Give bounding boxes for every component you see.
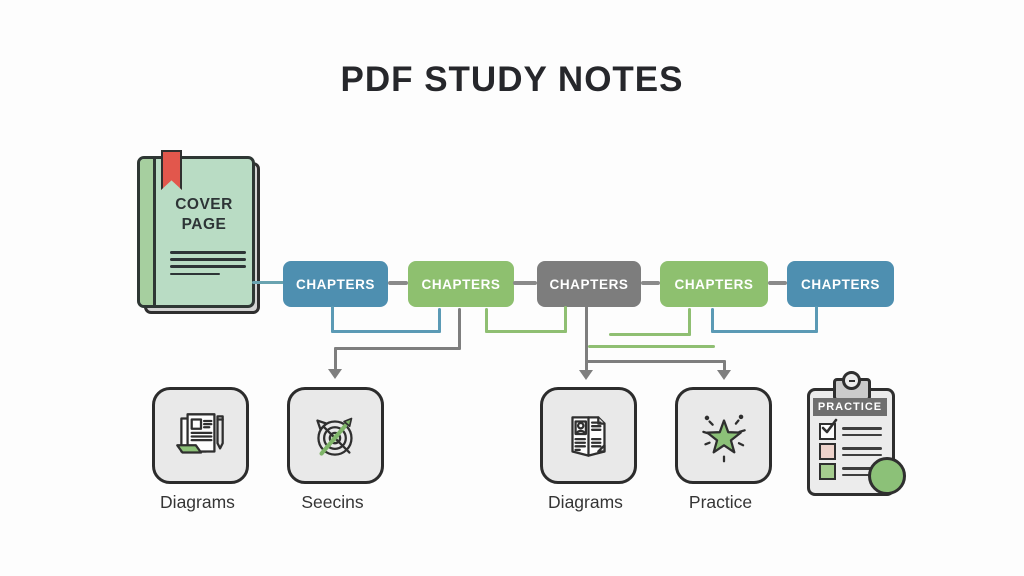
chapter-label: CHAPTERS	[295, 276, 376, 292]
connector-green-right	[588, 345, 715, 348]
connector-green-left	[485, 330, 567, 333]
connector-book-to-chapter	[252, 281, 284, 284]
cover-page-book: COVER PAGE	[137, 150, 255, 308]
clipboard-knob	[842, 371, 861, 390]
chapter-label: CHAPTERS	[421, 276, 501, 292]
connector-gray-elbow	[458, 308, 461, 350]
practice-card	[675, 387, 772, 484]
connector-blue-right	[711, 308, 714, 333]
chapter-box-2: CHAPTERS	[408, 261, 514, 307]
chapter-box-5: CHAPTERS	[787, 261, 894, 307]
checklist-lines	[842, 423, 882, 440]
chapter-label: CHAPTERS	[800, 276, 881, 292]
arrow-down-icon	[579, 370, 593, 380]
open-book-icon	[570, 415, 606, 457]
green-dot-badge	[868, 457, 906, 495]
connector-green-left	[485, 308, 488, 333]
connector-gray-elbow	[334, 347, 461, 350]
checklist-row	[819, 418, 882, 441]
diagrams-card	[540, 387, 637, 484]
chapter-label: CHAPTERS	[674, 276, 754, 292]
connector-gray-split	[585, 360, 588, 371]
clipboard-header: PRACTICE	[813, 398, 887, 416]
check-icon	[821, 418, 838, 434]
bookmark-ribbon-icon	[161, 150, 182, 190]
page-title: PDF STUDY NOTES	[340, 60, 684, 99]
checklist-lines	[842, 463, 876, 480]
connector-gray-split	[723, 360, 726, 371]
chapter-label: CHAPTERS	[549, 276, 629, 292]
connector-green-right	[688, 308, 691, 336]
arrow-down-icon	[717, 370, 731, 380]
sections-card	[287, 387, 384, 484]
cover-text-lines	[170, 251, 246, 280]
connector-blue-left	[331, 330, 441, 333]
star-sparkle-icon	[701, 414, 746, 462]
chapter-box-3: CHAPTERS	[537, 261, 641, 307]
connector-blue-right	[711, 330, 818, 333]
item-label: Seecins	[301, 492, 364, 512]
item-label: Diagrams	[160, 492, 235, 512]
chapter-box-1: CHAPTERS	[283, 261, 388, 307]
cover-page-label: COVER PAGE	[175, 196, 233, 234]
item-label: Diagrams	[548, 492, 623, 512]
connector-ch3-ch4	[641, 281, 660, 285]
connector-ch4-ch5	[768, 281, 787, 285]
checklist-row	[819, 463, 876, 481]
connector-gray-elbow	[334, 347, 337, 370]
checklist-row	[819, 443, 882, 461]
arrow-down-icon	[328, 369, 342, 379]
connector-green-right	[609, 333, 691, 336]
book-spine	[140, 159, 156, 305]
connector-blue-left	[438, 308, 441, 333]
connector-ch1-ch2	[388, 281, 408, 285]
item-label: Practice	[688, 492, 753, 512]
connector-blue-left	[331, 306, 334, 333]
checkbox-green	[819, 463, 836, 481]
checkbox-checked	[819, 418, 838, 441]
connector-ch2-ch3	[513, 281, 537, 285]
connector-green-left	[564, 306, 567, 333]
checkbox-pink	[819, 443, 836, 461]
connector-gray-split	[585, 360, 726, 363]
practice-clipboard: PRACTICE	[806, 371, 906, 496]
target-arrows-icon	[315, 417, 353, 456]
document-pencil-icon	[175, 412, 224, 454]
diagrams-card	[152, 387, 249, 484]
checklist-lines	[842, 443, 882, 460]
connector-gray-drop	[585, 306, 588, 362]
connector-blue-right	[815, 306, 818, 333]
chapter-box-4: CHAPTERS	[660, 261, 768, 307]
